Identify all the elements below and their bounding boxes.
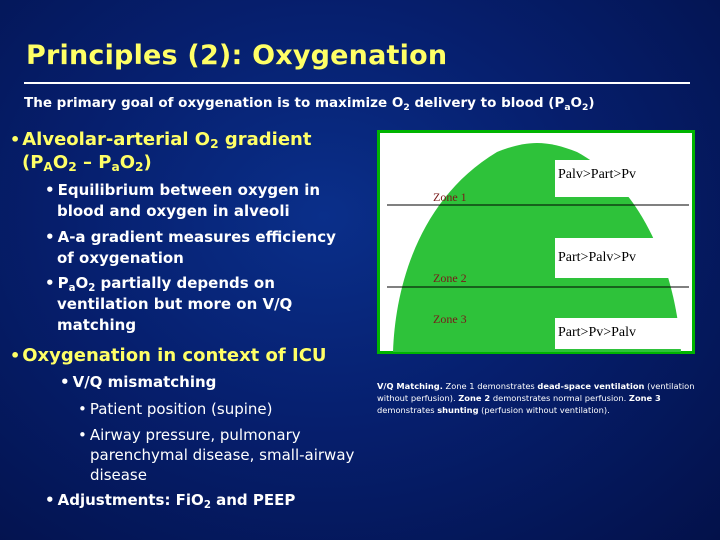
sub-bullet-adjustments: •Adjustments: FiO2 and PEEP xyxy=(45,491,296,511)
zones-diagram: Zone 1 Zone 2 Zone 3 Palv>Part>Pv Part>P… xyxy=(377,130,695,354)
zones-figure: Zone 1 Zone 2 Zone 3 Palv>Part>Pv Part>P… xyxy=(377,130,695,354)
box1 xyxy=(555,160,689,197)
sub-sub-bullet-position: •Patient position (supine) xyxy=(78,400,273,418)
box3 xyxy=(555,318,689,349)
sub-bullet-vq-mismatch: •V/Q mismatching xyxy=(60,373,217,391)
slide-title: Principles (2): Oxygenation xyxy=(26,40,448,71)
zone3-label: Zone 3 xyxy=(433,312,467,326)
title-divider xyxy=(24,82,690,84)
bullet-icu: •Oxygenation in context of ICU xyxy=(10,345,327,366)
box2-text: Part>Palv>Pv xyxy=(558,250,636,265)
box2 xyxy=(555,238,689,278)
bullet-aa-formula: (PAO2 – PaO2) xyxy=(22,152,152,174)
bullet-aa-gradient: •Alveolar-arterial O2 gradient xyxy=(10,129,312,151)
figure-caption: V/Q Matching. Zone 1 demonstrates dead-s… xyxy=(377,381,695,415)
zone2-label: Zone 2 xyxy=(433,271,467,285)
box1-text: Palv>Part>Pv xyxy=(558,167,636,182)
box3-text: Part>Pv>Palv xyxy=(558,325,636,340)
zone1-label: Zone 1 xyxy=(433,190,467,204)
goal-statement: The primary goal of oxygenation is to ma… xyxy=(24,95,595,113)
